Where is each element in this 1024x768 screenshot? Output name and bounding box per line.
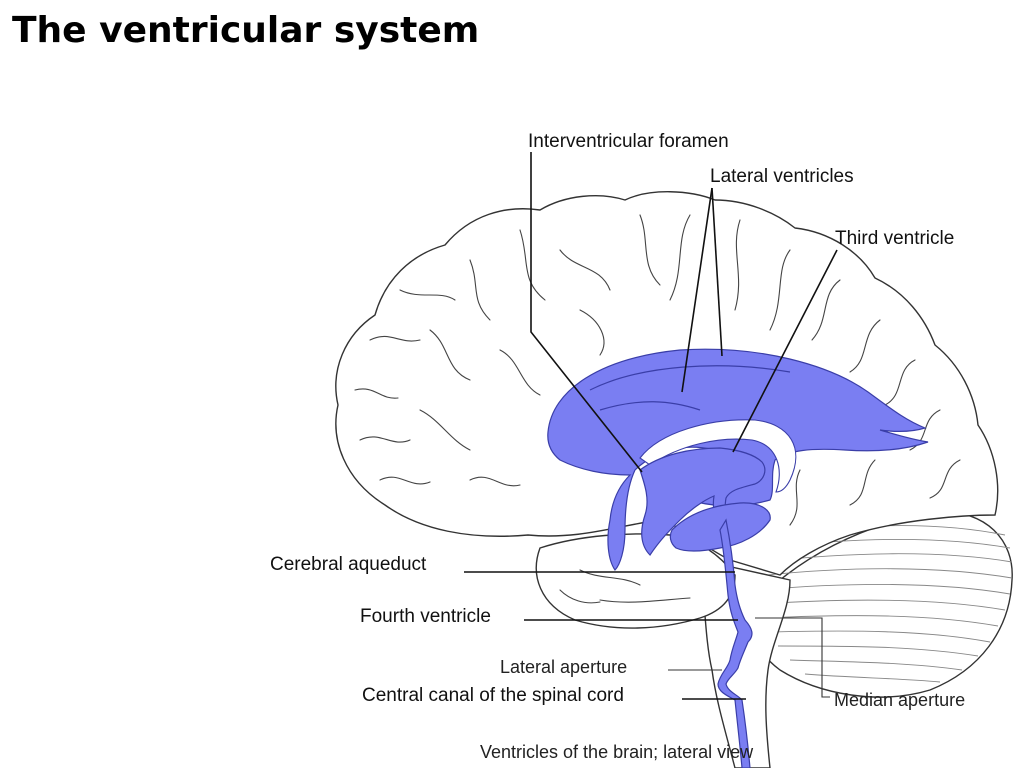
page-title: The ventricular system	[12, 10, 480, 51]
label-median-aperture: Median aperture	[834, 690, 965, 710]
brainstem	[699, 559, 791, 768]
label-interventricular-foramen: Interventricular foramen	[528, 131, 729, 152]
label-fourth-ventricle: Fourth ventricle	[360, 606, 491, 627]
ventricles	[547, 348, 929, 768]
caption: Ventricles of the brain; lateral view	[480, 742, 754, 762]
cerebellum	[749, 511, 1013, 698]
label-central-canal: Central canal of the spinal cord	[362, 685, 624, 706]
label-cerebral-aqueduct: Cerebral aqueduct	[270, 554, 427, 575]
label-third-ventricle: Third ventricle	[835, 228, 954, 249]
leader-lines	[464, 152, 838, 700]
aqueduct	[717, 518, 753, 768]
label-lateral-ventricles: Lateral ventricles	[710, 166, 854, 187]
label-lateral-aperture: Lateral aperture	[500, 657, 627, 677]
labels: Interventricular foramen Lateral ventric…	[270, 131, 965, 762]
